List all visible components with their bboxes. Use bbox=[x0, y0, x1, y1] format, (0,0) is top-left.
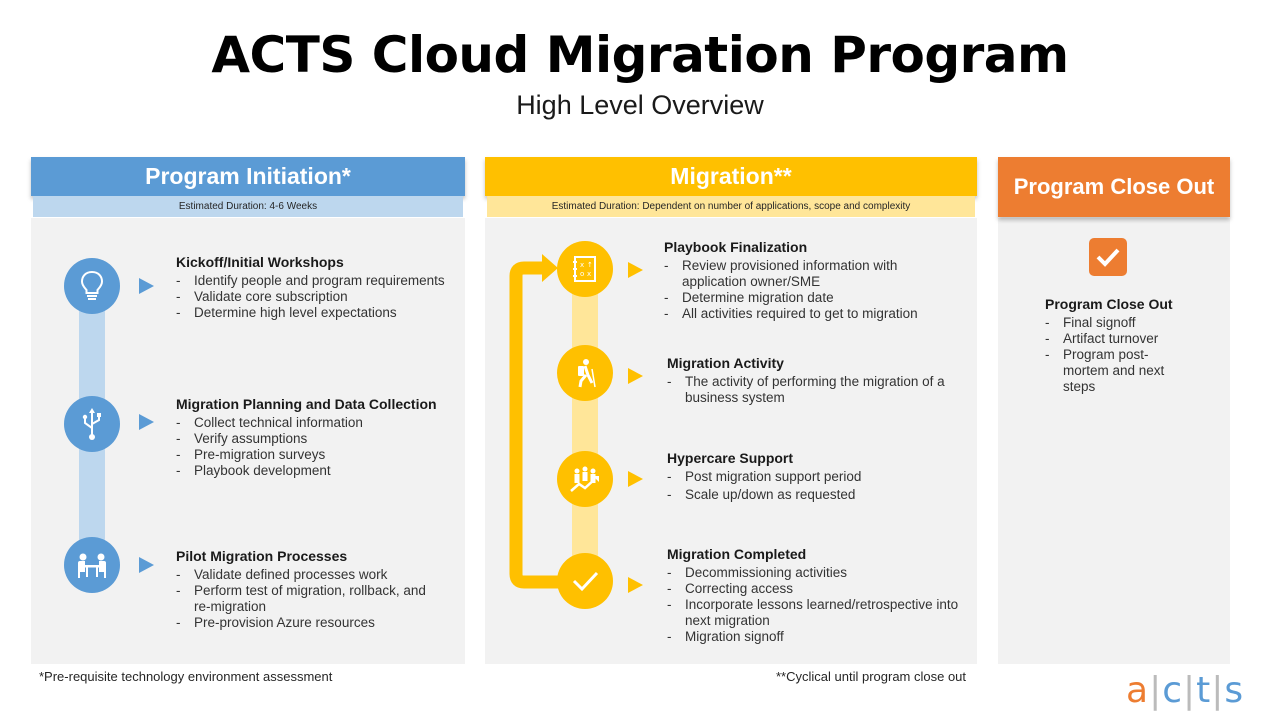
initiation-step-3-arrow bbox=[139, 557, 154, 573]
migration-step-1-badge: x ↑ o x bbox=[557, 241, 613, 297]
closeout-header: Program Close Out bbox=[998, 157, 1230, 217]
migration-step-4-badge bbox=[557, 553, 613, 609]
page-title: ACTS Cloud Migration Program bbox=[211, 26, 1069, 84]
initiation-header: Program Initiation* bbox=[31, 157, 465, 196]
step-title: Program Close Out bbox=[1045, 296, 1173, 312]
svg-text:↑: ↑ bbox=[587, 261, 593, 269]
closeout-panel bbox=[998, 218, 1230, 664]
initiation-step-1: Kickoff/Initial Workshops Identify peopl… bbox=[176, 254, 456, 321]
list-item: Correcting access bbox=[667, 581, 967, 597]
list-item: Incorporate lessons learned/retrospectiv… bbox=[667, 597, 967, 629]
list-item: Validate core subscription bbox=[176, 289, 456, 305]
migration-step-2-arrow bbox=[628, 368, 643, 384]
initiation-step-2: Migration Planning and Data Collection C… bbox=[176, 396, 461, 479]
migration-header: Migration** bbox=[485, 157, 977, 196]
page-subtitle: High Level Overview bbox=[516, 90, 764, 120]
list-item: Scale up/down as requested bbox=[667, 487, 947, 503]
migration-duration-bar: Estimated Duration: Dependent on number … bbox=[487, 196, 975, 217]
initiation-step-1-badge bbox=[64, 258, 120, 314]
checkbox-icon bbox=[1089, 238, 1127, 276]
list-item: Identify people and program requirements bbox=[176, 273, 456, 289]
list-item: All activities required to get to migrat… bbox=[664, 306, 964, 322]
list-item: Post migration support period bbox=[667, 469, 947, 485]
migration-step-3: Hypercare Support Post migration support… bbox=[667, 450, 947, 503]
list-item: Collect technical information bbox=[176, 415, 461, 431]
migration-duration: Estimated Duration: Dependent on number … bbox=[551, 201, 911, 212]
list-item: Final signoff bbox=[1045, 315, 1220, 331]
closeout-header-label: Program Close Out bbox=[1013, 174, 1215, 199]
list-item: Determine high level expectations bbox=[176, 305, 456, 321]
initiation-step-3: Pilot Migration Processes Validate defin… bbox=[176, 548, 446, 631]
closeout-step: Program Close Out Final signoff Artifact… bbox=[1045, 296, 1220, 395]
migration-timeline-line bbox=[572, 290, 598, 570]
logo-letter-a: a bbox=[1126, 670, 1150, 711]
lightbulb-icon bbox=[80, 270, 104, 300]
step-title: Pilot Migration Processes bbox=[176, 548, 348, 564]
initiation-duration: Estimated Duration: 4-6 Weeks bbox=[178, 201, 318, 212]
step-title: Migration Activity bbox=[667, 355, 784, 371]
cycle-loop-arrow bbox=[509, 254, 574, 589]
logo-letter-s: s bbox=[1224, 670, 1245, 711]
hiker-icon bbox=[578, 359, 596, 388]
list-item: The activity of performing the migration… bbox=[667, 374, 947, 406]
checkmark-icon bbox=[572, 571, 599, 592]
initiation-step-2-arrow bbox=[139, 414, 154, 430]
migration-step-4-arrow bbox=[628, 577, 643, 593]
list-item: Determine migration date bbox=[664, 290, 964, 306]
initiation-step-1-arrow bbox=[139, 278, 154, 294]
playbook-icon: x ↑ o x bbox=[573, 256, 596, 282]
list-item: Perform test of migration, rollback, and… bbox=[176, 583, 446, 615]
usb-icon bbox=[82, 408, 101, 440]
list-item: Validate defined processes work bbox=[176, 567, 446, 583]
list-item: Decommissioning activities bbox=[667, 565, 967, 581]
migration-step-2-badge bbox=[557, 345, 613, 401]
logo-letter-c: c bbox=[1162, 670, 1183, 711]
migration-footnote: **Cyclical until program close out bbox=[776, 669, 967, 684]
list-item: Review provisioned information with appl… bbox=[664, 258, 964, 290]
logo-letter-t: t bbox=[1196, 670, 1212, 711]
list-item: Playbook development bbox=[176, 463, 461, 479]
initiation-step-2-badge bbox=[64, 396, 120, 452]
initiation-footnote: *Pre-requisite technology environment as… bbox=[39, 669, 333, 684]
svg-text:x: x bbox=[580, 261, 584, 269]
list-item: Verify assumptions bbox=[176, 431, 461, 447]
migration-step-1: Playbook Finalization Review provisioned… bbox=[664, 239, 964, 322]
initiation-header-label: Program Initiation* bbox=[145, 163, 351, 189]
list-item: Artifact turnover bbox=[1045, 331, 1220, 347]
svg-text:x: x bbox=[587, 270, 591, 278]
list-item: Pre-migration surveys bbox=[176, 447, 461, 463]
migration-step-2: Migration Activity The activity of perfo… bbox=[667, 355, 947, 406]
meeting-icon bbox=[78, 553, 106, 578]
list-item: Migration signoff bbox=[667, 629, 967, 645]
step-title: Playbook Finalization bbox=[664, 239, 808, 255]
migration-step-3-badge bbox=[557, 451, 613, 507]
initiation-duration-bar: Estimated Duration: 4-6 Weeks bbox=[33, 196, 463, 217]
list-item: Pre-provision Azure resources bbox=[176, 615, 446, 631]
team-growth-icon bbox=[570, 466, 599, 492]
step-title: Kickoff/Initial Workshops bbox=[176, 254, 344, 270]
migration-step-3-arrow bbox=[628, 471, 643, 487]
step-title: Migration Completed bbox=[667, 546, 807, 562]
initiation-step-3-badge bbox=[64, 537, 120, 593]
migration-step-4: Migration Completed Decommissioning acti… bbox=[667, 546, 967, 645]
acts-logo: a|c|t|s bbox=[1126, 670, 1245, 711]
list-item: Program post-mortem and next steps bbox=[1045, 347, 1173, 395]
migration-step-1-arrow bbox=[628, 262, 643, 278]
step-title: Hypercare Support bbox=[667, 450, 794, 466]
step-title: Migration Planning and Data Collection bbox=[176, 396, 437, 412]
migration-header-label: Migration** bbox=[670, 163, 792, 189]
svg-text:o: o bbox=[580, 270, 584, 278]
